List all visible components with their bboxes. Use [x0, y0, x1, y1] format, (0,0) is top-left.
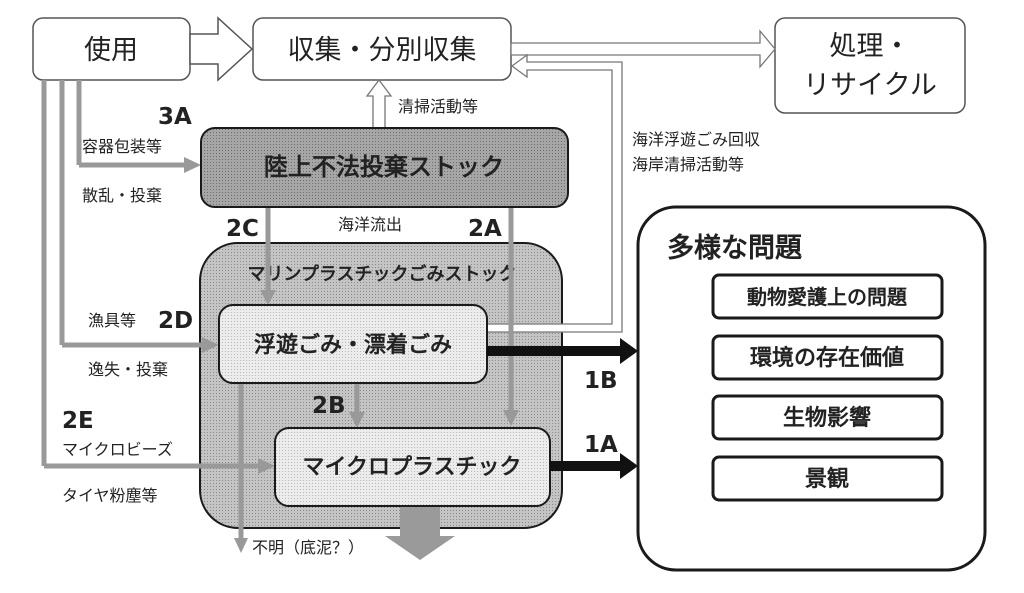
ocean-recovery-label-1: 海洋浮遊ごみ回収 [632, 130, 760, 149]
loss-dumping-label: 逸失・投棄 [88, 360, 168, 379]
impact-arrow-1b [487, 338, 638, 364]
litter-label: 散乱・投棄 [82, 186, 162, 205]
marine-stock-label: マリンプラスチックごみストック [247, 263, 516, 285]
collection-label: 収集・分別収集 [288, 35, 477, 66]
processing-label-2: リサイクル [803, 70, 937, 101]
issue-box-2 [711, 334, 944, 381]
microbeads-label: マイクロビーズ [62, 440, 173, 459]
use-to-collection-arrow [189, 16, 254, 82]
land-stock-box [200, 127, 569, 208]
code-1a: 1A [584, 432, 618, 458]
land-stock-label: 陸上不法投棄ストック [264, 153, 504, 181]
fishing-gear-label: 漁具等 [88, 311, 136, 330]
floating-label: 浮遊ごみ・漂着ごみ [254, 332, 452, 358]
issue-item-1: 動物愛護上の問題 [747, 285, 908, 309]
issue-item-4: 景観 [805, 466, 849, 492]
cleanup-label: 清掃活動等 [398, 97, 478, 116]
containers-label: 容器包装等 [82, 137, 162, 156]
ocean-recovery-label-2: 海岸清掃活動等 [632, 155, 744, 174]
ocean-recovery-path [486, 53, 623, 333]
floating-box [218, 304, 488, 384]
code-2e: 2E [62, 408, 94, 434]
code-2c: 2C [226, 216, 259, 242]
issue-box-1 [711, 273, 944, 320]
impact-arrow-1a [550, 453, 638, 479]
code-3a: 3A [158, 104, 192, 130]
processing-label-1: 処理・ [830, 31, 911, 62]
impact-arrows [487, 338, 638, 479]
ocean-outflow-label: 海洋流出 [338, 215, 402, 234]
collection-to-processing-arrow [510, 29, 776, 69]
code-2a: 2A [468, 216, 502, 242]
unknown-sediment-label: 不明（底泥？） [252, 538, 364, 557]
use-label: 使用 [84, 35, 138, 66]
code-2b: 2B [312, 393, 346, 419]
downward-sink-arrow [385, 506, 455, 560]
cleanup-arrow [365, 78, 393, 129]
code-1b: 1B [584, 368, 618, 394]
issue-item-2: 環境の存在価値 [750, 345, 904, 371]
issue-box-3 [711, 394, 944, 441]
microplastic-label: マイクロプラスチック [302, 455, 521, 480]
processing-box [774, 17, 966, 114]
issues-title: 多様な問題 [667, 233, 803, 264]
use-flow-arrowheads [184, 157, 519, 553]
code-2d: 2D [158, 308, 193, 334]
tire-dust-label: タイヤ粉塵等 [62, 486, 158, 505]
issue-box-4 [711, 455, 944, 502]
issue-item-3: 生物影響 [783, 405, 871, 431]
use-flow-lines [41, 80, 514, 540]
